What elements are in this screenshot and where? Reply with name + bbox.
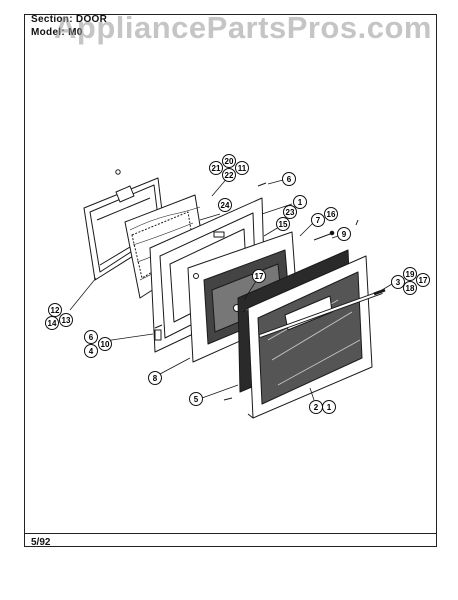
footer-divider xyxy=(24,533,437,534)
callout-12: 12 xyxy=(48,303,62,317)
svg-text:1: 1 xyxy=(298,198,303,207)
callout-7: 7 xyxy=(311,213,325,227)
callout-5: 5 xyxy=(189,392,203,406)
callout-17: 17 xyxy=(252,269,266,283)
svg-text:13: 13 xyxy=(62,316,71,325)
callout-20: 20 xyxy=(222,154,236,168)
callout-19: 19 xyxy=(403,267,417,281)
leader-lines xyxy=(69,175,393,401)
diagram-frame xyxy=(24,14,437,547)
svg-text:17: 17 xyxy=(255,272,264,281)
callout-15: 15 xyxy=(276,217,290,231)
svg-text:1: 1 xyxy=(327,403,332,412)
svg-text:23: 23 xyxy=(286,208,295,217)
svg-text:17: 17 xyxy=(419,276,428,285)
svg-text:7: 7 xyxy=(316,216,321,225)
svg-text:11: 11 xyxy=(238,164,247,173)
callout-14: 14 xyxy=(45,316,59,330)
callout-21: 21 xyxy=(209,161,223,175)
svg-text:8: 8 xyxy=(153,374,158,383)
callouts: 21 20 11 22 6 24 1 23 15 7 16 9 17 3 19 … xyxy=(45,154,430,414)
svg-text:10: 10 xyxy=(101,340,110,349)
svg-text:6: 6 xyxy=(287,175,292,184)
door-handle xyxy=(259,288,386,338)
svg-text:18: 18 xyxy=(406,284,415,293)
screw-parts xyxy=(115,169,359,401)
svg-text:16: 16 xyxy=(327,210,336,219)
svg-text:5: 5 xyxy=(194,395,199,404)
callout-1: 1 xyxy=(293,195,307,209)
svg-text:12: 12 xyxy=(51,306,60,315)
model-label: Model: M0 xyxy=(31,27,83,38)
svg-text:24: 24 xyxy=(221,201,230,210)
svg-text:21: 21 xyxy=(212,164,221,173)
callout-16: 16 xyxy=(324,207,338,221)
svg-text:19: 19 xyxy=(406,270,415,279)
svg-text:4: 4 xyxy=(89,347,94,356)
watermark: AppliancePartsPros.com xyxy=(54,10,432,45)
svg-text:14: 14 xyxy=(48,319,57,328)
outer-door-panel xyxy=(242,255,373,419)
callout-6: 6 xyxy=(282,172,296,186)
svg-text:20: 20 xyxy=(225,157,234,166)
svg-text:6: 6 xyxy=(89,333,94,342)
revision-date: 5/92 xyxy=(31,537,51,548)
svg-text:3: 3 xyxy=(396,278,401,287)
svg-text:15: 15 xyxy=(279,220,288,229)
callout-9: 9 xyxy=(337,227,351,241)
callout-18: 18 xyxy=(403,281,417,295)
callout-22: 22 xyxy=(222,168,236,182)
callout-3: 3 xyxy=(391,275,405,289)
callout-24: 24 xyxy=(218,198,232,212)
callout-11: 11 xyxy=(235,161,249,175)
callout-8: 8 xyxy=(148,371,162,385)
callout-10: 10 xyxy=(98,337,112,351)
svg-text:9: 9 xyxy=(342,230,347,239)
callout-13: 13 xyxy=(59,313,73,327)
callout-6b: 6 xyxy=(84,330,98,344)
callout-1b: 1 xyxy=(322,400,336,414)
svg-text:22: 22 xyxy=(225,171,234,180)
callout-23: 23 xyxy=(283,205,297,219)
callout-2: 2 xyxy=(309,400,323,414)
callout-4: 4 xyxy=(84,344,98,358)
callout-17b: 17 xyxy=(416,273,430,287)
section-label: Section: DOOR xyxy=(31,14,108,25)
svg-text:2: 2 xyxy=(314,403,319,412)
